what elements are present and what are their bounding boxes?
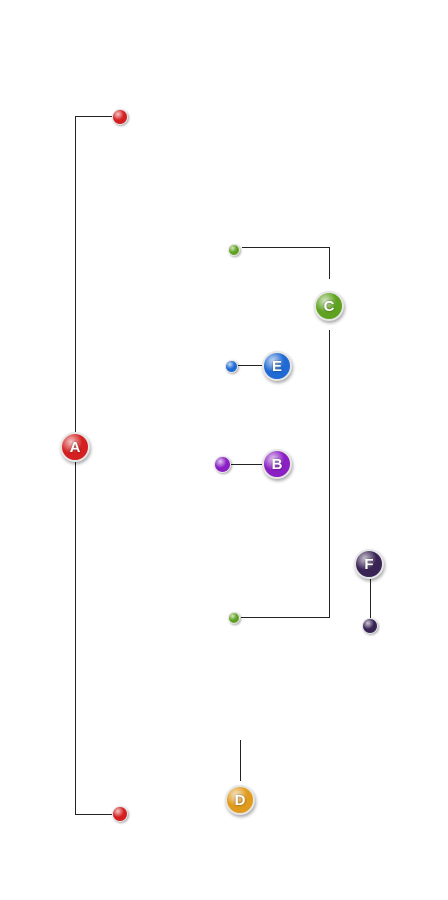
connector-c-top [242,247,330,279]
node-d[interactable]: D [225,785,255,815]
node-c[interactable]: C [314,291,344,321]
connector-a-top [75,116,112,432]
endpoint-f[interactable] [362,618,378,634]
endpoint-a-bottom[interactable] [112,806,128,822]
connector-a-bottom [75,462,112,815]
connector-c-bottom [241,330,330,618]
endpoint-b[interactable] [214,456,231,473]
node-b[interactable]: B [262,449,292,479]
node-f-label: F [364,555,374,573]
endpoint-c-top[interactable] [228,244,240,256]
node-e[interactable]: E [262,351,292,381]
node-b-label: B [271,455,283,473]
endpoint-c-bottom[interactable] [228,612,240,624]
node-e-label: E [271,357,282,375]
endpoint-e[interactable] [225,360,238,373]
node-d-label: D [234,791,246,809]
node-a-label: A [69,438,81,456]
node-f[interactable]: F [354,549,384,579]
node-a[interactable]: A [60,432,90,462]
endpoint-a-top[interactable] [112,109,128,125]
node-c-label: C [323,297,335,315]
